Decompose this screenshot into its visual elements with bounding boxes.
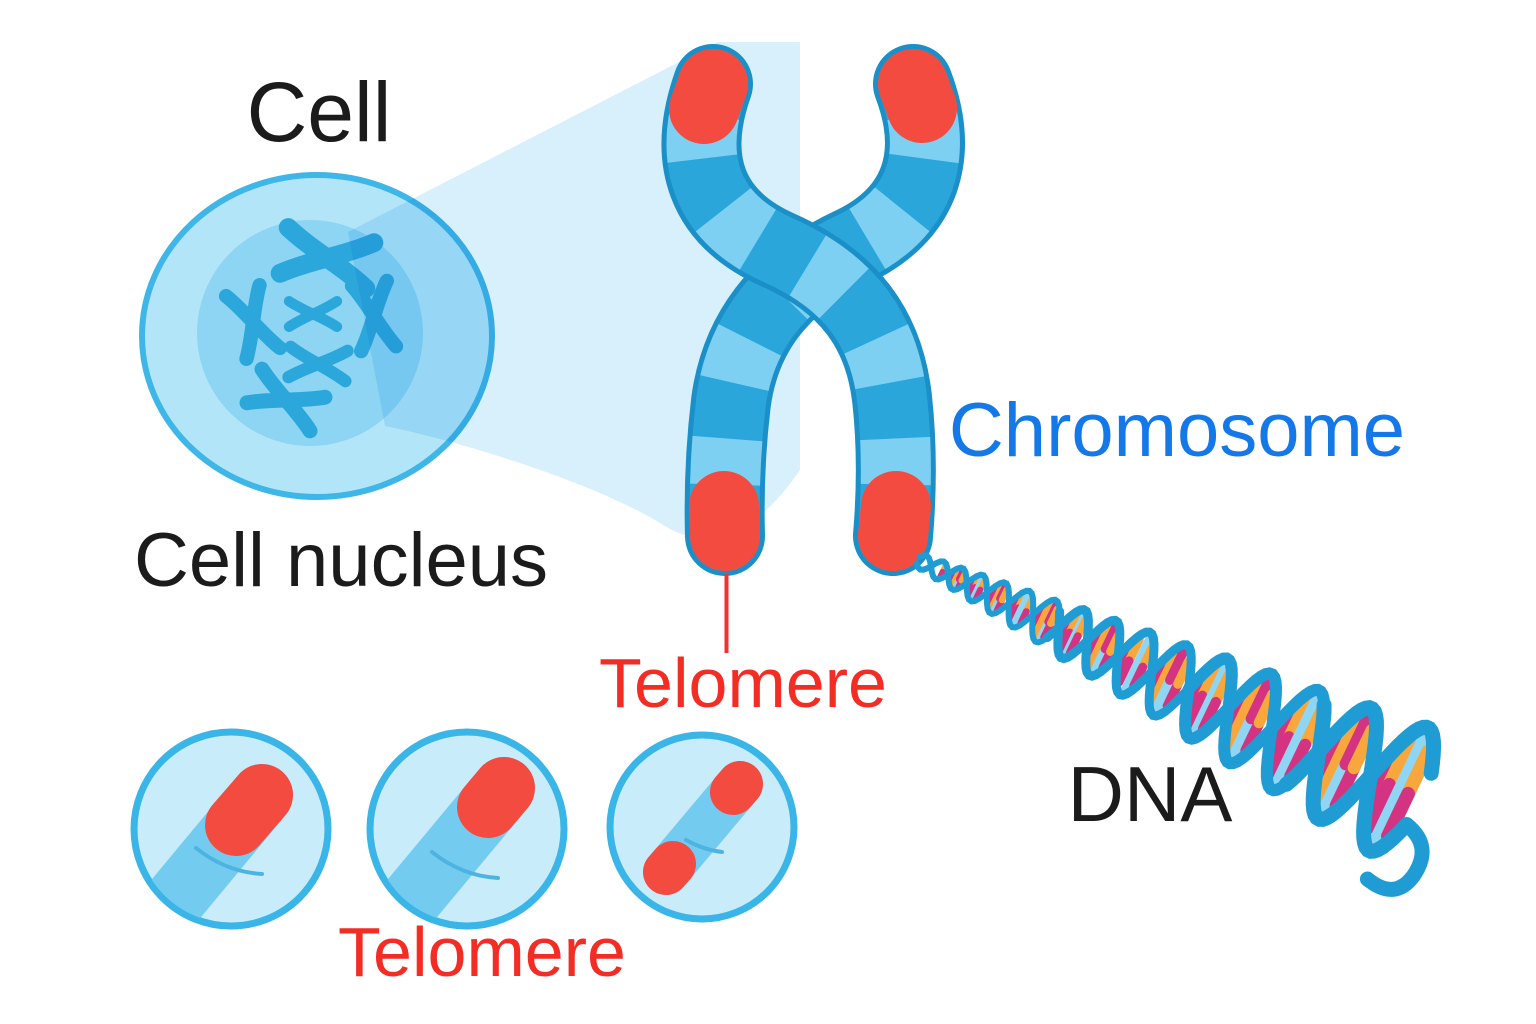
dna-base-pair [1318,757,1353,815]
stage-3-telomere-cap-bottom [643,841,696,895]
dna-base-pair [1151,675,1175,714]
stage-3-band-line [684,838,724,854]
stage-2-band-line [430,850,500,880]
stage-3-telomere-cap-top [710,761,763,815]
stage-1-telomere-cap [205,764,293,856]
dna-base-pair [1381,786,1415,844]
telomere-cap-top-left [669,49,748,144]
dna-strand [1183,652,1331,770]
dna-strand [916,552,1063,631]
dna-base-pair [1382,735,1417,792]
telomere-stages-label: Telomere [338,913,626,991]
dna-base-pair [955,568,966,583]
dna-base-pair [1159,648,1181,683]
dna-strand [1042,604,1194,721]
dna-label: DNA [1067,750,1233,838]
dna-base-pair [1362,778,1396,834]
dna-base-pair [1272,734,1303,787]
dna-base-pair [1165,647,1189,685]
dna-base-pair [1121,660,1142,694]
cell-label: Cell [246,65,392,159]
dna-strand [1305,697,1442,827]
stage-2-telomere-cap [457,757,535,838]
dna-base-pair [1057,628,1074,655]
dna-base-pair [1339,713,1374,771]
dna-base-pair [1331,713,1364,767]
dna-base-pair [1132,635,1154,670]
dna-base-pair [1205,662,1231,705]
dna-base-pair [1369,783,1407,846]
telomere-cap-bottom-right [858,471,931,571]
chromatid-b-bands [689,71,960,537]
telomere-stage-2 [366,728,568,930]
dna-base-pair [1283,695,1312,743]
dna-strand [1179,667,1298,797]
dna-base-pair [1237,678,1264,721]
dna-helix [913,552,1442,897]
dna-strand [1359,817,1430,897]
chromosome-label: Chromosome [948,388,1406,473]
telomere-stage-3 [606,731,798,923]
dna-base-pair [1038,600,1054,624]
dna-base-pair [1095,621,1114,651]
dna-base-pair [1312,753,1344,807]
dna-base-pair [1222,709,1249,752]
cell-nucleus-label: Cell nucleus [134,518,548,603]
chromatid-a-bands [666,72,931,539]
dna-base-pair [1291,695,1322,747]
dna-base-pair [1245,677,1274,725]
telomere-cap-bottom-left [689,471,760,571]
dna-base-pair [1401,744,1436,801]
dna-base-pair [1100,623,1120,654]
dna-strand [1053,606,1196,700]
chromosome-illustration [661,44,965,576]
dna-base-pair [1265,731,1295,779]
dna-base-pair [1393,734,1431,797]
dna-base-pair [1190,694,1216,736]
stage-1-band-line [194,846,264,876]
dna-strand [1278,700,1415,859]
telomere-cap-top-right [878,49,957,143]
telomere-stage-1 [130,728,332,930]
telomere-callout-label: Telomere [599,644,887,722]
dna-base-pair [1010,605,1025,628]
dna-base-pair [1228,713,1257,760]
